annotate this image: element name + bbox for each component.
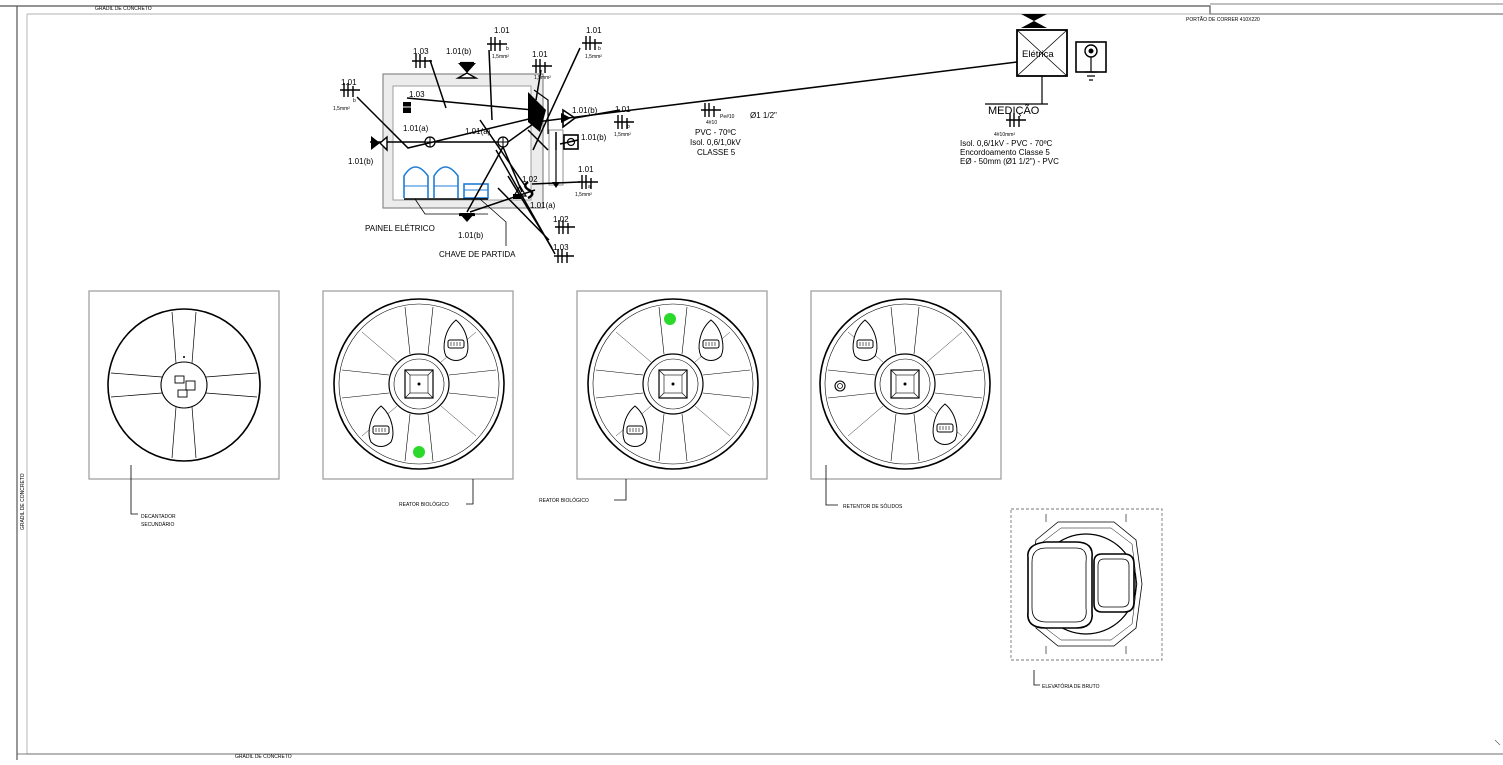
circuit-sub: b — [598, 46, 601, 52]
feeder-pe: Pe#10 — [720, 114, 735, 120]
meter-spec-2: Encordoamento Classe 5 — [960, 148, 1050, 157]
breaker-icons — [403, 166, 489, 199]
motor-icon-left — [371, 135, 388, 152]
feeder-spec-2: Isol. 0,6/1,0kV — [690, 138, 741, 147]
pump-icon — [402, 102, 412, 113]
sensor-icon — [512, 180, 534, 200]
circuit-label: 1.01 — [494, 26, 510, 35]
status-indicator — [664, 313, 676, 325]
circuit-label: 1.01(b) — [572, 106, 598, 115]
circuit-sub: b — [627, 124, 630, 130]
meter-box — [1016, 14, 1068, 104]
tank-label-reator-2: REATOR BIOLÓGICO — [539, 497, 589, 504]
circuit-label: 1.01 — [578, 165, 594, 174]
circuit-label: 1.01 — [615, 105, 631, 114]
circuit-section: 1,5mm² — [614, 132, 631, 138]
left-border-label: GRADIL DE CONCRETO — [20, 473, 26, 530]
circuit-label: 1.01 — [586, 26, 602, 35]
circuit-sub: b — [506, 46, 509, 52]
circuit-label: 1.03 — [553, 243, 569, 252]
circuit-sub: a — [588, 184, 591, 190]
circuit-label: 1.01(a) — [465, 127, 491, 136]
tank-label-elevatoria: ELEVATÓRIA DE BRUTO — [1042, 683, 1100, 690]
bottom-border-label: GRADIL DE CONCRETO — [235, 754, 292, 760]
disconnect-switch-icon — [528, 89, 549, 134]
tank-reator-2 — [576, 290, 768, 480]
tank-label-reator-1: REATOR BIOLÓGICO — [399, 501, 449, 508]
tank-decantador — [88, 290, 280, 480]
feeder-spec-1: PVC - 70ºC — [695, 128, 736, 137]
feeder-conduit: Ø1 1/2" — [750, 111, 777, 120]
starter-label: CHAVE DE PARTIDA — [439, 250, 516, 259]
circuit-section: 1,5mm² — [585, 54, 602, 60]
feeder-cable: 4#10 — [706, 120, 717, 126]
circuit-section: 1,5mm² — [492, 54, 509, 60]
motor-icon-bottom — [459, 213, 475, 222]
grounding-icon — [1075, 41, 1107, 81]
tank-elevatoria — [1010, 508, 1163, 661]
status-indicator — [413, 446, 425, 458]
outlet-box-icon — [563, 134, 579, 150]
circuit-label: 1.03 — [413, 47, 429, 56]
meter-cable: 4#10mm² — [994, 132, 1015, 138]
meter-spec-3: EØ - 50mm (Ø1 1/2") - PVC — [960, 157, 1059, 166]
circuit-label: 1.01 — [532, 50, 548, 59]
circuit-label: 1.01(b) — [446, 47, 472, 56]
site-frame — [0, 3, 1503, 760]
gate-label: PORTÃO DE CORRER 410X220 — [1186, 16, 1260, 23]
feeder-spec-3: CLASSE 5 — [697, 148, 736, 157]
circuit-label: 1.03 — [409, 90, 425, 99]
motor-icon-right — [561, 108, 577, 129]
meter-box-label: Elétrica — [1022, 49, 1054, 60]
circuit-label: 1.02 — [553, 215, 569, 224]
circuit-section: 1,5mm² — [333, 106, 350, 112]
circuit-label: 1.01 — [341, 78, 357, 87]
tank-reator-1 — [322, 290, 514, 480]
junction-box-right — [497, 136, 509, 148]
circuit-section: 1,5mm² — [575, 192, 592, 198]
circuit-label: 1.01(a) — [530, 201, 556, 210]
circuit-label: 1.01(b) — [581, 133, 607, 142]
panel-label: PAINEL ELÉTRICO — [365, 224, 435, 233]
tank-retentor — [810, 290, 1002, 480]
motor-icon-top — [455, 61, 479, 79]
meter-spec-1: Isol. 0,6/1kV - PVC - 70ºC — [960, 139, 1053, 148]
circuit-label: 1.01(b) — [348, 157, 374, 166]
circuit-label: 1.02 — [522, 175, 538, 184]
circuit-sub: b — [353, 98, 356, 104]
circuit-section: 1,5mm² — [534, 75, 551, 81]
tank-label-retentor: RETENTOR DE SÓLIDOS — [843, 503, 903, 510]
top-border-label: GRADIL DE CONCRETO — [95, 6, 152, 12]
circuit-label: 1.01(b) — [458, 231, 484, 240]
tank-label-decantador: DECANTADOR — [141, 514, 176, 520]
tank-label-decantador-2: SECUNDÁRIO — [141, 521, 174, 528]
circuit-label: 1.01(a) — [403, 124, 429, 133]
meter-title: MEDIÇÃO — [988, 104, 1040, 117]
